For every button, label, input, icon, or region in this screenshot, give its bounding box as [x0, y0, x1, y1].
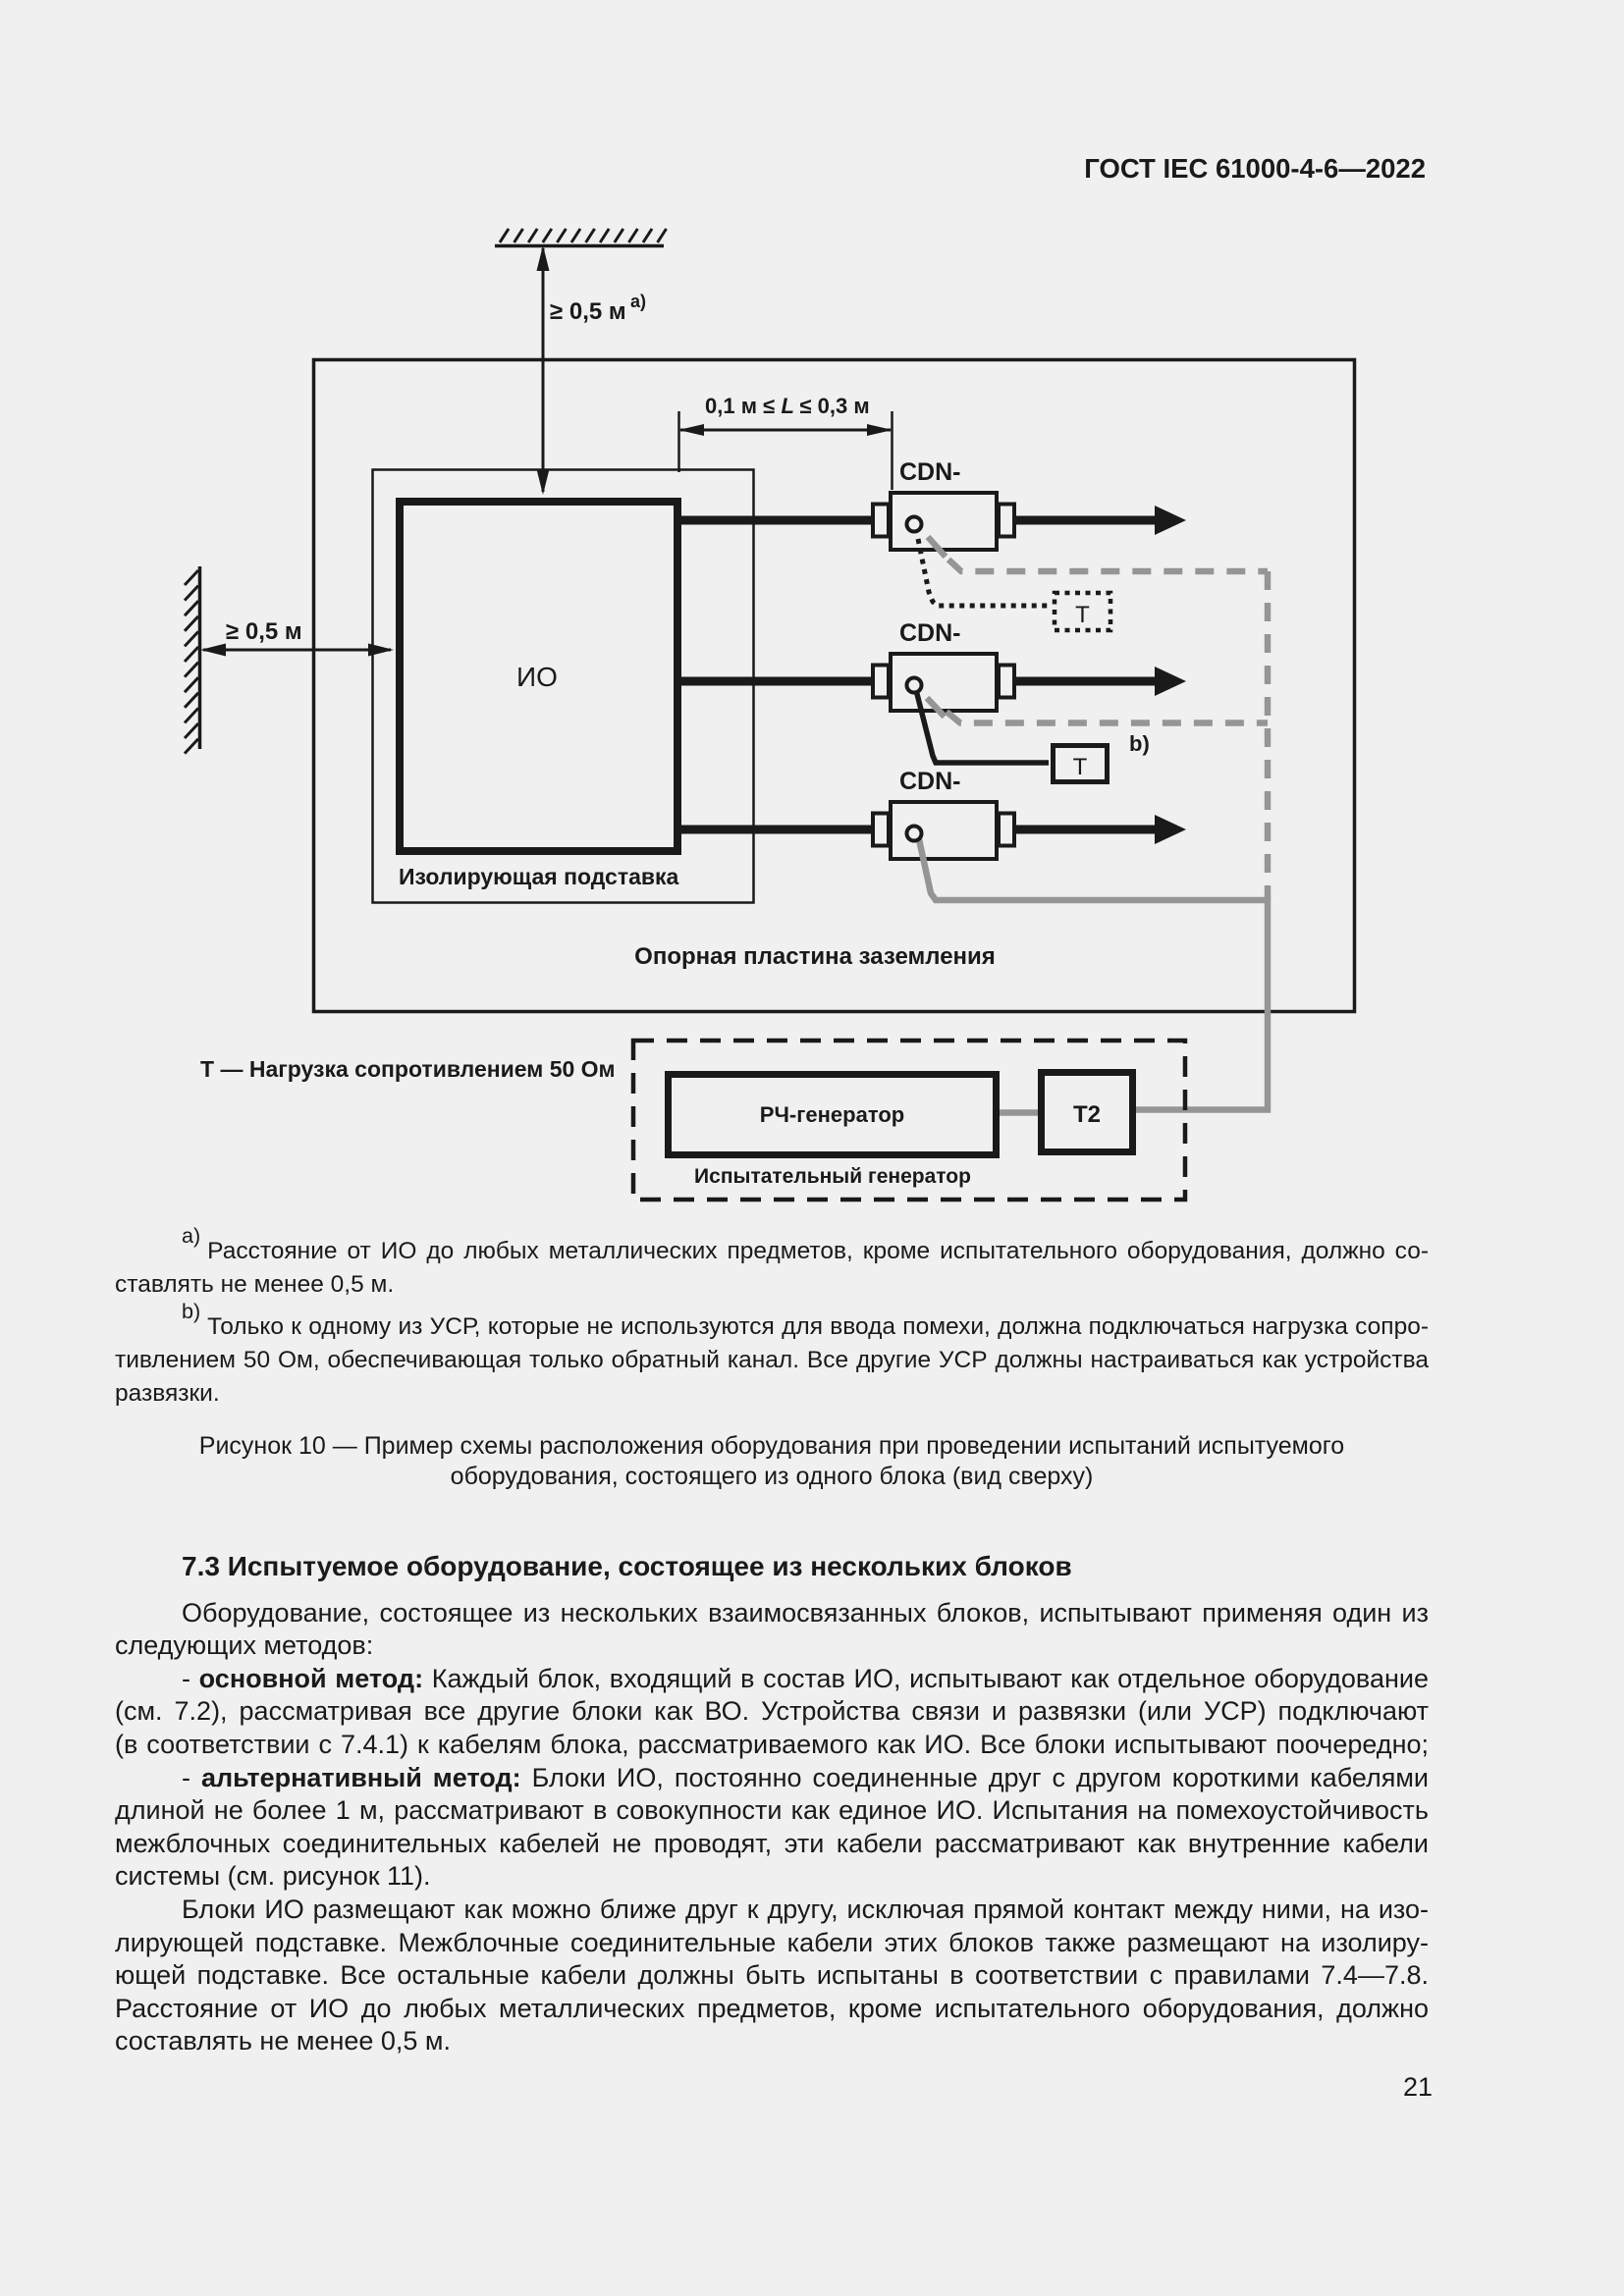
t-load-dotted-box [1052, 590, 1113, 633]
body-p4-line-5: составлять не менее 0,5 м. [115, 2026, 451, 2056]
gray-dashed-line-1 [946, 557, 1268, 575]
gray-return-lines [915, 534, 1272, 1116]
cdn1-load-dotted-line [915, 538, 1051, 609]
section-heading: 7.3 Испытуемое оборудование, состоящее и… [182, 1551, 1072, 1581]
footnote-b-line-2: тивлением 50 Ом, обеспечивающая только о… [115, 1347, 1429, 1373]
cdn-1 [871, 491, 1016, 552]
gray-dashed-line-2 [944, 709, 1268, 726]
cable-length-label-suffix: ≤ 0,3 м [800, 394, 870, 418]
note-b-label: b) [1129, 731, 1150, 756]
body-p3-term: альтернативный метод: [200, 1762, 521, 1792]
cable-length-dimension [677, 411, 893, 490]
top-clearance-note: a) [630, 292, 646, 311]
t2-box [1038, 1069, 1136, 1155]
body-p4-line-3: ющей подставке. Все остальные кабели дол… [115, 1960, 1429, 1991]
cdn-ports [904, 514, 924, 843]
body-p1-line-2: следующих методов: [115, 1630, 374, 1661]
eut-box [396, 498, 681, 855]
body-p2-line-3: (в соответствии с 7.4.1) к кабелям блока… [115, 1729, 1429, 1759]
body-p3-text: Блоки ИО, постоянно соединенные друг с д… [520, 1762, 1429, 1792]
footnote-b-text-1: Только к одному из УСР, которые не испол… [207, 1313, 1429, 1340]
rf-generator-label: РЧ-генератор [760, 1102, 904, 1127]
cdn1-label: CDN- [899, 458, 961, 486]
t2-label: Т2 [1073, 1101, 1101, 1128]
body-p2-line-1: - основной метод: Каждый блок, входящий … [182, 1663, 1429, 1693]
body-p4-line-2: лирующей подставке. Межблочные соедините… [115, 1927, 1429, 1957]
body-p2-text: Каждый блок, входящий в состав ИО, испыт… [423, 1663, 1429, 1693]
left-clearance-arrow [200, 643, 394, 657]
body-p3-dash: - [182, 1762, 201, 1792]
footnote-b-line-3: развязки. [115, 1380, 220, 1407]
test-generator-label: Испытательный генератор [694, 1165, 971, 1188]
eut-cables [677, 515, 873, 834]
left-wall-symbol [183, 566, 202, 755]
footnote-b-marker: b) [182, 1298, 201, 1323]
ae-arrows [1016, 506, 1186, 844]
page-number: 21 [1403, 2071, 1434, 2102]
body-p1-line-1: Оборудование, состоящее из нескольких вз… [182, 1597, 1429, 1628]
top-wall-symbol [495, 228, 668, 248]
figure-10-diagram: ≥ 0,5 м a) ≥ 0,5 м 0,1 м ≤ L ≤ 0,3 м ИО … [183, 228, 1357, 1202]
test-generator-enclosure [630, 1038, 1188, 1202]
body-p3-line-2: длиной не более 1 м, рассматривают в сов… [115, 1795, 1429, 1826]
cdn1-switch-stub [925, 534, 948, 560]
insulating-support-rect [371, 468, 755, 904]
body-p3-line-3: межблочных соединительных кабелей не про… [115, 1828, 1429, 1858]
figure-caption-line-2: оборудования, состоящего из одного блока… [450, 1463, 1094, 1490]
figure-caption-line-1: Рисунок 10 — Пример схемы расположения о… [198, 1432, 1345, 1460]
cdn3-return-line [915, 838, 1272, 1113]
body-p2-term: основной метод: [198, 1663, 424, 1693]
body-p3-line-1: - альтернативный метод: Блоки ИО, постоя… [182, 1762, 1429, 1792]
t-load-dotted-label: T [1075, 602, 1090, 628]
t-load-solid-label: T [1073, 754, 1088, 780]
cdn-2 [871, 652, 1016, 713]
insulating-support-label: Изолирующая подставка [399, 864, 679, 889]
body-p2-line-2: (см. 7.2), рассматривая все другие блоки… [115, 1696, 1429, 1727]
footnote-a-marker: a) [182, 1222, 201, 1248]
eut-label: ИО [516, 662, 558, 692]
left-clearance-label: ≥ 0,5 м [226, 618, 302, 645]
body-p3-line-4: системы (см. рисунок 11). [115, 1861, 431, 1892]
top-clearance-label: ≥ 0,5 м [550, 298, 626, 325]
page-header: ГОСТ IEC 61000-4-6—2022 [1084, 153, 1426, 184]
footnote-b-line-1: b)Только к одному из УСР, которые не исп… [182, 1300, 1429, 1340]
body-p4-line-1: Блоки ИО размещают как можно ближе друг … [182, 1894, 1429, 1924]
cdn3-label: CDN- [899, 768, 961, 795]
body-p2-dash: - [182, 1663, 199, 1693]
footnote-a-line-1: a)Расстояние от ИО до любых металлически… [182, 1224, 1429, 1264]
rf-generator-box [665, 1071, 1000, 1158]
footnote-a-text-1: Расстояние от ИО до любых металлических … [207, 1238, 1429, 1264]
cdn-3 [871, 800, 1016, 861]
body-p4-line-4: Расстояние от ИО до любых металлических … [115, 1993, 1429, 2023]
t-load-legend: T — Нагрузка сопротивлением 50 Ом [200, 1056, 616, 1082]
footnote-a-line-2: ставлять не менее 0,5 м. [115, 1271, 395, 1298]
ground-plate-rect [311, 357, 1357, 1014]
cdn2-load-line [913, 689, 1049, 766]
cdn2-label: CDN- [899, 619, 961, 647]
cable-length-label-var: L [782, 394, 794, 418]
cable-length-label-prefix: 0,1 м ≤ [705, 394, 775, 418]
top-clearance-arrow [536, 245, 550, 495]
cdn2-switch-stub [924, 695, 947, 720]
ground-plate-label: Опорная пластина заземления [634, 943, 996, 970]
t-load-solid-box [1051, 743, 1110, 784]
